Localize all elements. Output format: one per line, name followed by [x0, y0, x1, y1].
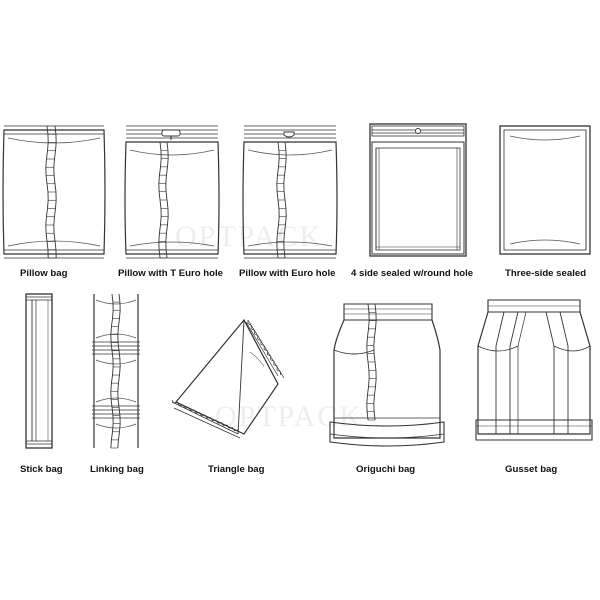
origuchi-bag-drawing — [328, 298, 448, 454]
pillow-t-euro-hole-drawing — [122, 122, 222, 262]
linking-bag-label: Linking bag — [90, 464, 144, 475]
pillow-euro-hole-label: Pillow with Euro hole — [239, 268, 336, 279]
four-side-sealed-label: 4 side sealed w/round hole — [351, 268, 474, 279]
three-side-sealed-label: Three-side sealed — [505, 268, 587, 279]
gusset-bag-label: Gusset bag — [505, 464, 558, 475]
pillow-euro-hole-drawing — [240, 122, 340, 262]
watermark-top: OPTPACK — [175, 220, 323, 253]
triangle-bag-label: Triangle bag — [208, 464, 265, 475]
three-side-sealed-drawing — [496, 122, 596, 262]
stick-bag-label: Stick bag — [20, 464, 63, 475]
pillow-bag-drawing — [0, 122, 110, 262]
linking-bag-drawing — [88, 290, 148, 454]
triangle-bag-drawing — [168, 316, 288, 440]
pillow-t-euro-hole-label: Pillow with T Euro hole — [118, 268, 223, 279]
gusset-bag-drawing — [474, 294, 598, 454]
four-side-sealed-drawing — [368, 122, 470, 262]
origuchi-bag-label: Origuchi bag — [356, 464, 416, 475]
stick-bag-drawing — [20, 290, 60, 454]
pillow-bag-label: Pillow bag — [20, 268, 68, 279]
